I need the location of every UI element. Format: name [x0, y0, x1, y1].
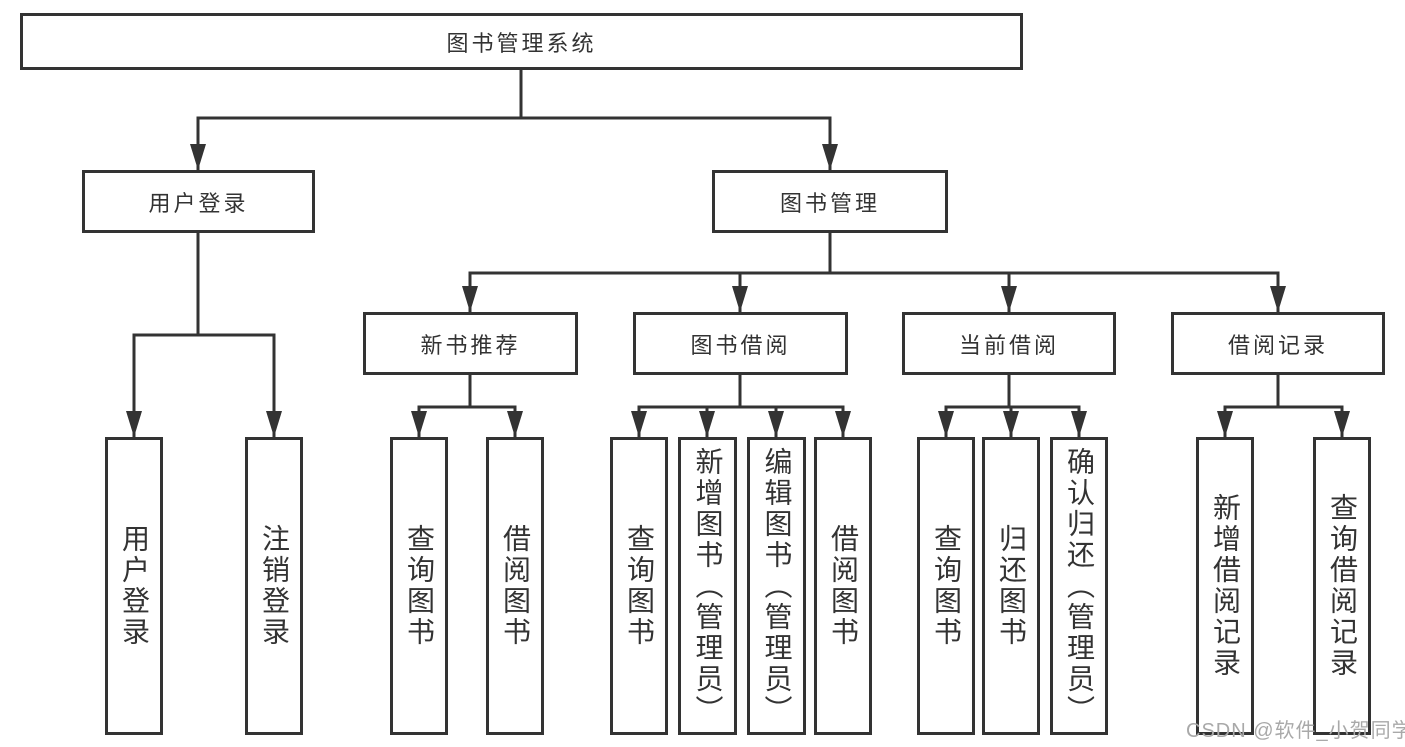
- leaf-query-borrow-record: 查询借阅记录: [1313, 437, 1371, 735]
- connector-current-borrow-children: [938, 375, 1087, 437]
- node-current-borrow: 当前借阅: [902, 312, 1116, 375]
- connector-root-to-level2: [190, 68, 838, 170]
- node-new-book-recommend: 新书推荐: [363, 312, 578, 375]
- node-current-borrow-label: 当前借阅: [958, 332, 1059, 358]
- node-book-management-label: 图书管理: [779, 190, 880, 216]
- leaf-add-borrow-record-label: 新增借阅记录: [1210, 493, 1241, 679]
- connector-new-book-children: [411, 375, 523, 437]
- leaf-query-books-current: 查询图书: [917, 437, 975, 735]
- leaf-user-login-label: 用户登录: [119, 524, 150, 648]
- connector-borrow-records-children: [1217, 375, 1350, 437]
- leaf-user-login: 用户登录: [105, 437, 163, 735]
- leaf-add-books-admin: 新增图书（管理员）: [678, 437, 737, 735]
- node-borrow-records-label: 借阅记录: [1227, 332, 1328, 358]
- leaf-query-books-newbook-label: 查询图书: [404, 524, 435, 648]
- leaf-confirm-return-admin: 确认归还（管理员）: [1050, 437, 1108, 735]
- leaf-borrow-books-newbook: 借阅图书: [486, 437, 544, 735]
- leaf-add-borrow-record: 新增借阅记录: [1196, 437, 1254, 735]
- leaf-query-borrow-record-label: 查询借阅记录: [1327, 493, 1358, 679]
- node-book-borrow-label: 图书借阅: [690, 332, 791, 358]
- leaf-edit-books-admin: 编辑图书（管理员）: [747, 437, 806, 735]
- leaf-query-books-borrow-label: 查询图书: [624, 524, 655, 648]
- leaf-return-books-label: 归还图书: [996, 524, 1027, 648]
- node-new-book-recommend-label: 新书推荐: [420, 332, 521, 358]
- leaf-logout: 注销登录: [245, 437, 303, 735]
- leaf-confirm-return-admin-label: 确认归还（管理员）: [1064, 446, 1095, 726]
- csdn-watermark: CSDN @软件_小贺同学: [1186, 720, 1405, 742]
- leaf-query-books-newbook: 查询图书: [390, 437, 448, 735]
- leaf-query-books-borrow: 查询图书: [610, 437, 668, 735]
- connector-user-login-children: [126, 231, 282, 437]
- node-book-borrow: 图书借阅: [633, 312, 848, 375]
- leaf-add-books-admin-label: 新增图书（管理员）: [692, 446, 724, 726]
- node-borrow-records: 借阅记录: [1171, 312, 1385, 375]
- node-book-management: 图书管理: [712, 170, 948, 233]
- node-library-system: 图书管理系统: [20, 13, 1023, 70]
- connector-book-borrow-children: [631, 375, 851, 437]
- leaf-query-books-current-label: 查询图书: [931, 524, 962, 648]
- leaf-borrow-books-newbook-label: 借阅图书: [500, 524, 531, 648]
- node-library-system-label: 图书管理系统: [446, 30, 597, 56]
- leaf-return-books: 归还图书: [982, 437, 1040, 735]
- leaf-logout-label: 注销登录: [259, 524, 290, 648]
- node-user-login-label: 用户登录: [148, 190, 249, 216]
- leaf-borrow-books-label: 借阅图书: [828, 524, 859, 648]
- leaf-borrow-books: 借阅图书: [814, 437, 872, 735]
- leaf-edit-books-admin-label: 编辑图书（管理员）: [761, 446, 793, 726]
- connector-book-management-children: [462, 231, 1286, 312]
- node-user-login: 用户登录: [82, 170, 315, 233]
